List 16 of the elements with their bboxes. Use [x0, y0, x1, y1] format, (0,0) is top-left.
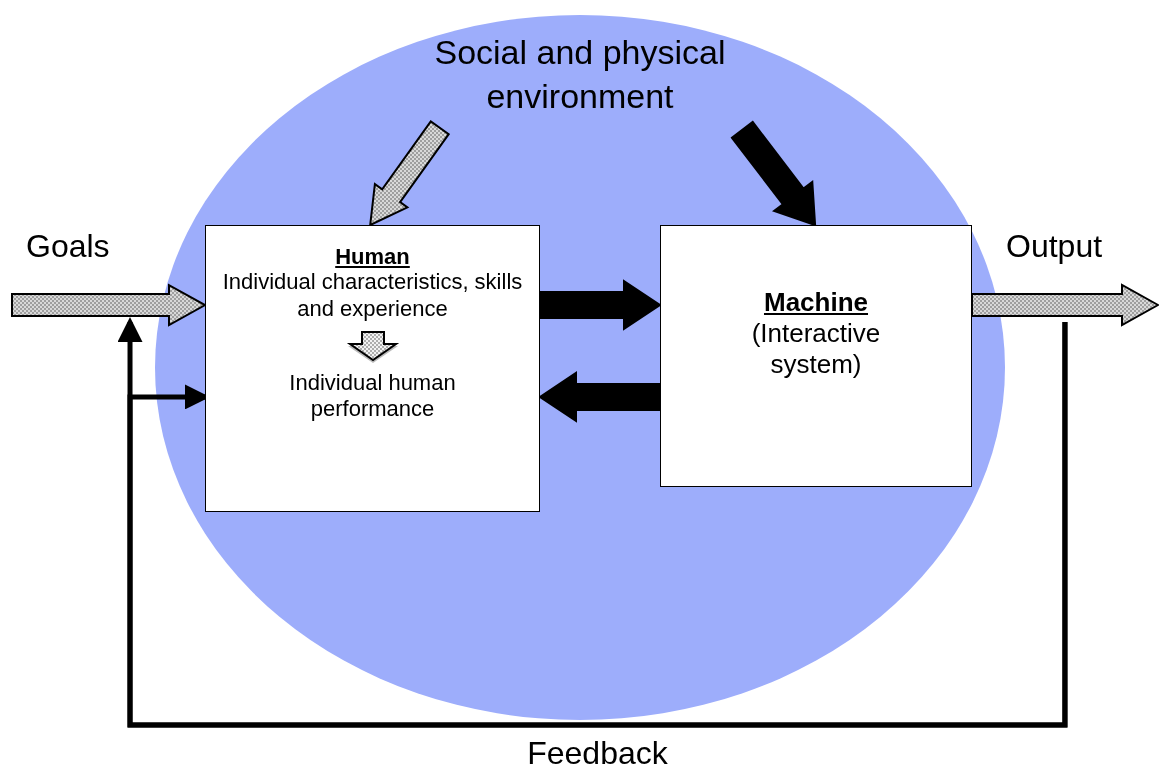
machine-description: (Interactive system)	[750, 317, 882, 381]
human-box	[205, 225, 540, 512]
block-arrow	[11, 283, 208, 327]
block-arrow	[971, 283, 1159, 327]
human-heading: Human	[335, 244, 410, 270]
block-arrow	[539, 279, 662, 331]
machine-box	[660, 225, 972, 487]
io-label: Output	[1000, 225, 1158, 322]
block-arrow	[369, 120, 451, 227]
human-characteristics: Individual characteristics, skills and experience	[222, 269, 523, 323]
environment-title: Social and physical environment	[433, 32, 727, 117]
human-performance: Individual human performance	[288, 370, 457, 423]
block-arrow	[538, 371, 661, 423]
machine-heading: Machine	[764, 288, 868, 318]
block-arrow	[730, 120, 817, 227]
io-label: Goals	[12, 225, 152, 322]
